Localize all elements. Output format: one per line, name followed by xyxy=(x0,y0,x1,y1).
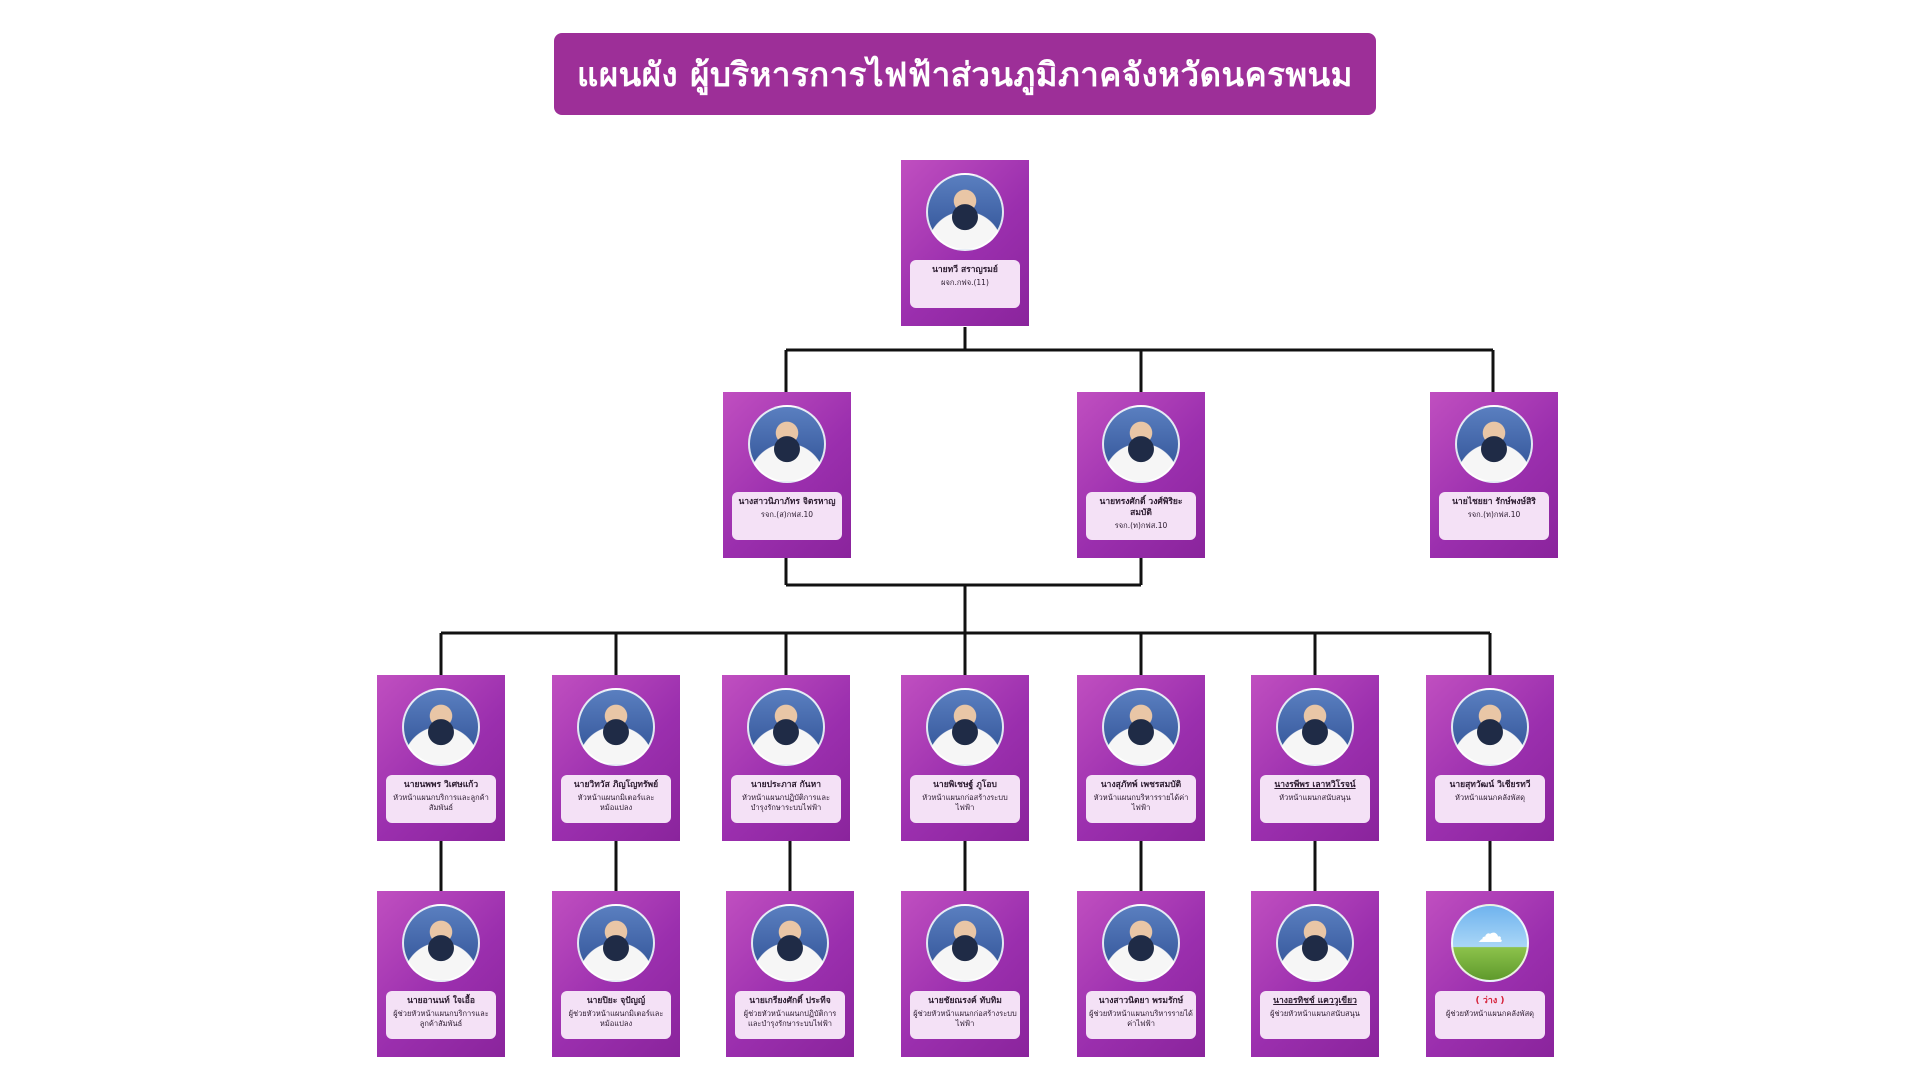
deputy-info: นายทรงศักดิ์ วงศ์พิริยะสมบัติ รจก.(ท)กฟส… xyxy=(1086,492,1196,540)
assistant-info: นายอานนท์ ใจเอื้อ ผู้ช่วยหัวหน้าแผนกบริก… xyxy=(386,991,496,1039)
head-info: นายสุทวัฒน์ วิเชียรทวี หัวหน้าแผนกคลังพั… xyxy=(1435,775,1545,823)
org-card-deputy: ● นายไชยยา รักษ์พงษ์สิริ รจก.(ท)กฟส.10 xyxy=(1430,392,1558,558)
org-card-head: ● นายประภาส กันหา หัวหน้าแผนกปฏิบัติการแ… xyxy=(722,675,850,841)
assistant-name: นางสาวนิตยา พรมรักษ์ xyxy=(1098,996,1184,1006)
chief-role: ผจก.กฟจ.(11) xyxy=(941,278,989,287)
org-card-assistant-vacant: ☁ ( ว่าง ) ผู้ช่วยหัวหน้าแผนกคลังพัสดุ xyxy=(1426,891,1554,1057)
assistant-name: นางอรทิชช์ แคววูเขียว xyxy=(1273,996,1357,1006)
head-role: หัวหน้าแผนกบริการและลูกค้าสัมพันธ์ xyxy=(393,793,489,812)
person-photo-icon: ● xyxy=(402,904,480,982)
head-name: นายประภาส กันหา xyxy=(751,780,821,790)
person-photo-icon: ● xyxy=(926,688,1004,766)
head-role: หัวหน้าแผนกปฏิบัติการและบำรุงรักษาระบบไฟ… xyxy=(741,793,830,812)
assistant-role: ผู้ช่วยหัวหน้าแผนกสนับสนุน xyxy=(1270,1009,1360,1018)
org-card-head: ● นายสุทวัฒน์ วิเชียรทวี หัวหน้าแผนกคลัง… xyxy=(1426,675,1554,841)
deputy-info: นายไชยยา รักษ์พงษ์สิริ รจก.(ท)กฟส.10 xyxy=(1439,492,1549,540)
assistant-role: ผู้ช่วยหัวหน้าแผนกมิเตอร์และหม้อแปลง xyxy=(568,1009,664,1028)
person-photo-icon: ● xyxy=(751,904,829,982)
head-name: นางสุภัทพ์ เพชรสมบัติ xyxy=(1100,780,1182,790)
person-photo-icon: ● xyxy=(402,688,480,766)
assistant-info: นางอรทิชช์ แคววูเขียว ผู้ช่วยหัวหน้าแผนก… xyxy=(1260,991,1370,1039)
assistant-name: นายชัยณรงค์ ทับทิม xyxy=(928,996,1002,1006)
org-card-head: ● นายพิเชษฐ์ ภูโอบ หัวหน้าแผนกก่อสร้างระ… xyxy=(901,675,1029,841)
assistant-role: ผู้ช่วยหัวหน้าแผนกปฏิบัติการและบำรุงรักษ… xyxy=(743,1009,837,1028)
head-info: นายประภาส กันหา หัวหน้าแผนกปฏิบัติการและ… xyxy=(731,775,841,823)
assistant-role: ผู้ช่วยหัวหน้าแผนกก่อสร้างระบบไฟฟ้า xyxy=(913,1009,1017,1028)
person-photo-icon: ● xyxy=(577,904,655,982)
vacant-placeholder-icon: ☁ xyxy=(1451,904,1529,982)
deputy-info: นางสาวนิภาภัทร จิตรหาญ รจก.(ส)กฟส.10 xyxy=(732,492,842,540)
head-name: นายวิทวัส ภิญโญทรัพย์ xyxy=(573,780,659,790)
deputy-role: รจก.(ท)กฟส.10 xyxy=(1114,521,1168,530)
assistant-role: ผู้ช่วยหัวหน้าแผนกคลังพัสดุ xyxy=(1445,1009,1535,1018)
assistant-info: นายชัยณรงค์ ทับทิม ผู้ช่วยหัวหน้าแผนกก่อ… xyxy=(910,991,1020,1039)
head-role: หัวหน้าแผนกสนับสนุน xyxy=(1279,793,1351,802)
head-role: หัวหน้าแผนกคลังพัสดุ xyxy=(1454,793,1525,802)
chief-info: นายทวี สราญรมย์ ผจก.กฟจ.(11) xyxy=(910,260,1020,308)
org-card-deputy: ● นางสาวนิภาภัทร จิตรหาญ รจก.(ส)กฟส.10 xyxy=(723,392,851,558)
person-photo-icon: ● xyxy=(1102,904,1180,982)
assistant-name: ( ว่าง ) xyxy=(1475,996,1505,1006)
org-card-chief: ● นายทวี สราญรมย์ ผจก.กฟจ.(11) xyxy=(901,160,1029,326)
deputy-name: นางสาวนิภาภัทร จิตรหาญ xyxy=(738,497,836,507)
org-card-head: ● นายวิทวัส ภิญโญทรัพย์ หัวหน้าแผนกมิเตอ… xyxy=(552,675,680,841)
head-role: หัวหน้าแผนกบริหารรายได้ค่าไฟฟ้า xyxy=(1093,793,1189,812)
head-name: นายสุทวัฒน์ วิเชียรทวี xyxy=(1449,780,1531,790)
head-info: นายนพพร วิเศษแก้ว หัวหน้าแผนกบริการและลู… xyxy=(386,775,496,823)
deputy-role: รจก.(ส)กฟส.10 xyxy=(760,510,814,519)
deputy-name: นายทรงศักดิ์ วงศ์พิริยะสมบัติ xyxy=(1099,497,1183,518)
assistant-info: ( ว่าง ) ผู้ช่วยหัวหน้าแผนกคลังพัสดุ xyxy=(1435,991,1545,1039)
head-role: หัวหน้าแผนกก่อสร้างระบบไฟฟ้า xyxy=(922,793,1008,812)
person-photo-icon: ● xyxy=(1455,405,1533,483)
org-card-head: ● นางรพีพร เลาหวิโรจน์ หัวหน้าแผนกสนับสน… xyxy=(1251,675,1379,841)
person-photo-icon: ● xyxy=(1276,904,1354,982)
head-info: นางรพีพร เลาหวิโรจน์ หัวหน้าแผนกสนับสนุน xyxy=(1260,775,1370,823)
head-name: นายนพพร วิเศษแก้ว xyxy=(403,780,479,790)
assistant-name: นายปิยะ จุปัญญ์ xyxy=(586,996,646,1006)
assistant-name: นายเกรียงศักดิ์ ประทีจ xyxy=(749,996,831,1006)
person-photo-icon: ● xyxy=(1276,688,1354,766)
person-photo-icon: ● xyxy=(1451,688,1529,766)
head-role: หัวหน้าแผนกมิเตอร์และหม้อแปลง xyxy=(577,793,655,812)
deputy-name: นายไชยยา รักษ์พงษ์สิริ xyxy=(1452,497,1536,507)
person-photo-icon: ● xyxy=(926,904,1004,982)
person-photo-icon: ● xyxy=(1102,688,1180,766)
person-photo-icon: ● xyxy=(577,688,655,766)
person-photo-icon: ● xyxy=(747,688,825,766)
person-photo-icon: ● xyxy=(926,173,1004,251)
head-info: นางสุภัทพ์ เพชรสมบัติ หัวหน้าแผนกบริหารร… xyxy=(1086,775,1196,823)
page-title: แผนผัง ผู้บริหารการไฟฟ้าส่วนภูมิภาคจังหว… xyxy=(554,33,1376,115)
person-photo-icon: ● xyxy=(1102,405,1180,483)
org-card-assistant: ● นายชัยณรงค์ ทับทิม ผู้ช่วยหัวหน้าแผนกก… xyxy=(901,891,1029,1057)
deputy-role: รจก.(ท)กฟส.10 xyxy=(1467,510,1521,519)
head-info: นายพิเชษฐ์ ภูโอบ หัวหน้าแผนกก่อสร้างระบบ… xyxy=(910,775,1020,823)
assistant-name: นายอานนท์ ใจเอื้อ xyxy=(407,996,475,1006)
org-card-deputy: ● นายทรงศักดิ์ วงศ์พิริยะสมบัติ รจก.(ท)ก… xyxy=(1077,392,1205,558)
assistant-role: ผู้ช่วยหัวหน้าแผนกบริหารรายได้ค่าไฟฟ้า xyxy=(1089,1009,1193,1028)
head-name: นางรพีพร เลาหวิโรจน์ xyxy=(1274,780,1356,790)
head-info: นายวิทวัส ภิญโญทรัพย์ หัวหน้าแผนกมิเตอร์… xyxy=(561,775,671,823)
assistant-info: นางสาวนิตยา พรมรักษ์ ผู้ช่วยหัวหน้าแผนกบ… xyxy=(1086,991,1196,1039)
org-card-assistant: ● นางอรทิชช์ แคววูเขียว ผู้ช่วยหัวหน้าแผ… xyxy=(1251,891,1379,1057)
org-card-assistant: ● นางสาวนิตยา พรมรักษ์ ผู้ช่วยหัวหน้าแผน… xyxy=(1077,891,1205,1057)
assistant-info: นายปิยะ จุปัญญ์ ผู้ช่วยหัวหน้าแผนกมิเตอร… xyxy=(561,991,671,1039)
org-card-assistant: ● นายอานนท์ ใจเอื้อ ผู้ช่วยหัวหน้าแผนกบร… xyxy=(377,891,505,1057)
head-name: นายพิเชษฐ์ ภูโอบ xyxy=(933,780,997,790)
org-card-assistant: ● นายปิยะ จุปัญญ์ ผู้ช่วยหัวหน้าแผนกมิเต… xyxy=(552,891,680,1057)
org-card-head: ● นางสุภัทพ์ เพชรสมบัติ หัวหน้าแผนกบริหา… xyxy=(1077,675,1205,841)
assistant-role: ผู้ช่วยหัวหน้าแผนกบริการและลูกค้าสัมพันธ… xyxy=(393,1009,489,1028)
org-card-assistant: ● นายเกรียงศักดิ์ ประทีจ ผู้ช่วยหัวหน้าแ… xyxy=(726,891,854,1057)
person-photo-icon: ● xyxy=(748,405,826,483)
assistant-info: นายเกรียงศักดิ์ ประทีจ ผู้ช่วยหัวหน้าแผน… xyxy=(735,991,845,1039)
org-card-head: ● นายนพพร วิเศษแก้ว หัวหน้าแผนกบริการและ… xyxy=(377,675,505,841)
chief-name: นายทวี สราญรมย์ xyxy=(932,265,998,275)
